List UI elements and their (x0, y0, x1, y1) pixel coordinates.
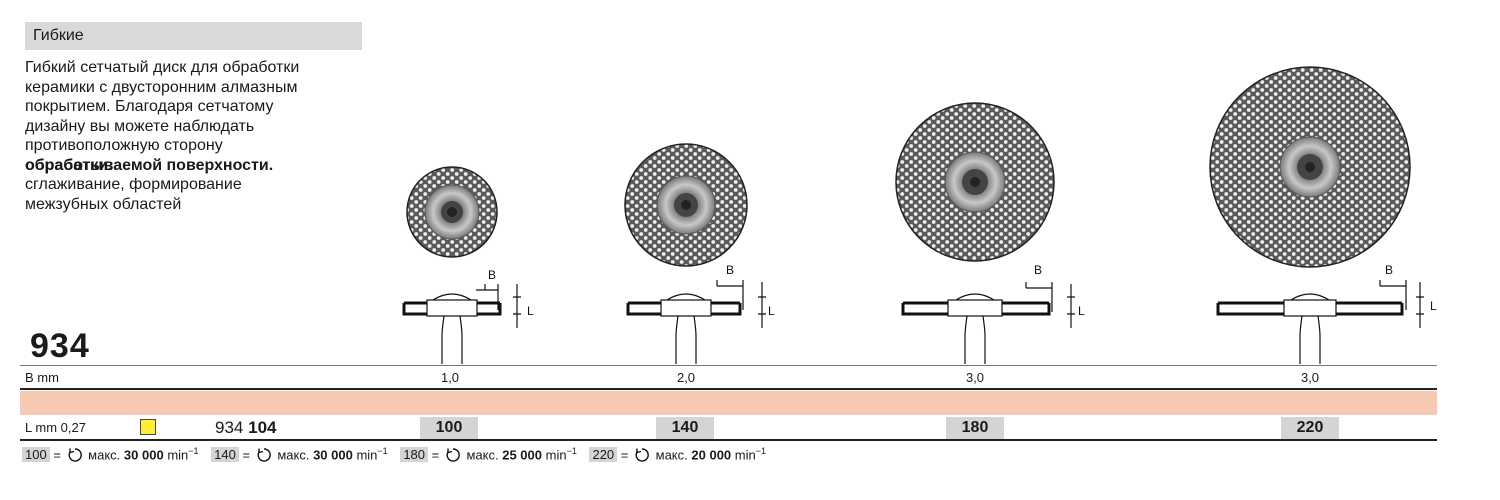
max-rpm: 20 000 (691, 447, 732, 463)
max-label: макс. (466, 447, 499, 463)
speed-footer: 100 = макс. 30 000 min−1 140 = макс. 30 … (22, 446, 775, 463)
divider (20, 388, 1437, 390)
profile-140-drawing (626, 280, 766, 364)
b-label-180: B (1034, 263, 1042, 277)
disc-100-image (406, 166, 498, 258)
l-label-100: L (527, 304, 534, 318)
equals-sign: = (242, 447, 251, 463)
description-line: дизайну вы можете наблюдать (25, 117, 255, 135)
max-rpm: 30 000 (313, 447, 353, 463)
speed-item-100: 100 = макс. 30 000 min−1 (22, 446, 199, 463)
article-number: 934 104 (215, 418, 276, 438)
profile-220-drawing (1216, 280, 1424, 364)
description-overlap-a: обработки. (25, 156, 113, 174)
description-line: сглаживание, формирование (25, 176, 242, 193)
speed-size: 100 (22, 447, 50, 463)
profile-180-drawing (901, 282, 1075, 364)
max-label: макс. (277, 447, 310, 463)
profile-100-drawing (402, 284, 521, 364)
size-cell: 220 (1281, 417, 1339, 439)
disc-220-image (1209, 66, 1411, 268)
size-cell: 100 (420, 417, 478, 439)
description-line: покрытием. Благодаря сетчатому (25, 98, 274, 115)
equals-sign: = (53, 447, 61, 463)
b-value: 2,0 (676, 370, 696, 385)
speed-size: 180 (400, 447, 429, 463)
rpm-exponent: −1 (188, 446, 199, 456)
grit-marker (140, 419, 156, 435)
disc-140-image (624, 143, 748, 267)
divider (20, 439, 1437, 441)
description-overlap-b: обрабатываемой поверхности. (25, 156, 274, 174)
max-rpm: 30 000 (123, 447, 164, 463)
equals-sign: = (620, 447, 629, 463)
category-header: Гибкие (25, 22, 362, 50)
rpm-unit: min (356, 447, 378, 463)
l-mm-label: L mm 0,27 (25, 420, 86, 435)
b-value: 3,0 (1300, 370, 1320, 385)
max-label: макс. (655, 447, 688, 463)
rpm-unit: min (167, 447, 189, 463)
speed-size: 140 (211, 447, 239, 463)
speed-size: 220 (589, 447, 618, 463)
l-label-180: L (1078, 304, 1085, 318)
rpm-exponent: −1 (755, 446, 766, 456)
divider (20, 365, 1437, 366)
rotation-icon (68, 448, 82, 462)
b-label-100: B (488, 268, 496, 282)
b-value: 3,0 (965, 370, 985, 385)
description-line: керамики с двусторонним алмазным (25, 78, 298, 96)
size-cell: 140 (656, 417, 714, 439)
description-line: противоположную сторону (25, 137, 223, 154)
size-cell: 180 (946, 417, 1004, 439)
max-label: макс. (88, 447, 121, 463)
disc-180-image (895, 102, 1055, 262)
speed-item-140: 140 = макс. 30 000 min−1 (211, 446, 388, 463)
article-suffix: 104 (248, 418, 277, 437)
speed-item-220: 220 = макс. 20 000 min−1 (589, 446, 766, 463)
description-line: Гибкий сетчатый диск для обработки (25, 59, 300, 76)
b-label-140: B (726, 263, 734, 277)
rotation-icon (446, 448, 460, 462)
description-line: межзубных областей (25, 195, 182, 213)
article-prefix: 934 (215, 418, 244, 437)
rotation-icon (635, 448, 649, 462)
equals-sign: = (431, 447, 440, 463)
rpm-unit: min (545, 447, 567, 463)
b-label-220: B (1385, 263, 1393, 277)
color-band (20, 391, 1437, 415)
b-mm-label: B mm (25, 370, 59, 385)
l-label-220: L (1430, 299, 1437, 313)
product-number: 934 (30, 327, 90, 365)
product-description: Гибкий сетчатый диск для обработки керам… (25, 58, 375, 214)
rpm-exponent: −1 (566, 446, 577, 456)
b-value: 1,0 (440, 370, 460, 385)
rpm-unit: min (734, 447, 756, 463)
l-label-140: L (768, 304, 775, 318)
speed-item-180: 180 = макс. 25 000 min−1 (400, 446, 577, 463)
rotation-icon (257, 448, 271, 462)
rpm-exponent: −1 (377, 446, 388, 456)
max-rpm: 25 000 (502, 447, 542, 463)
description-overlap-line: обработки. обрабатываемой поверхности. (25, 156, 375, 176)
